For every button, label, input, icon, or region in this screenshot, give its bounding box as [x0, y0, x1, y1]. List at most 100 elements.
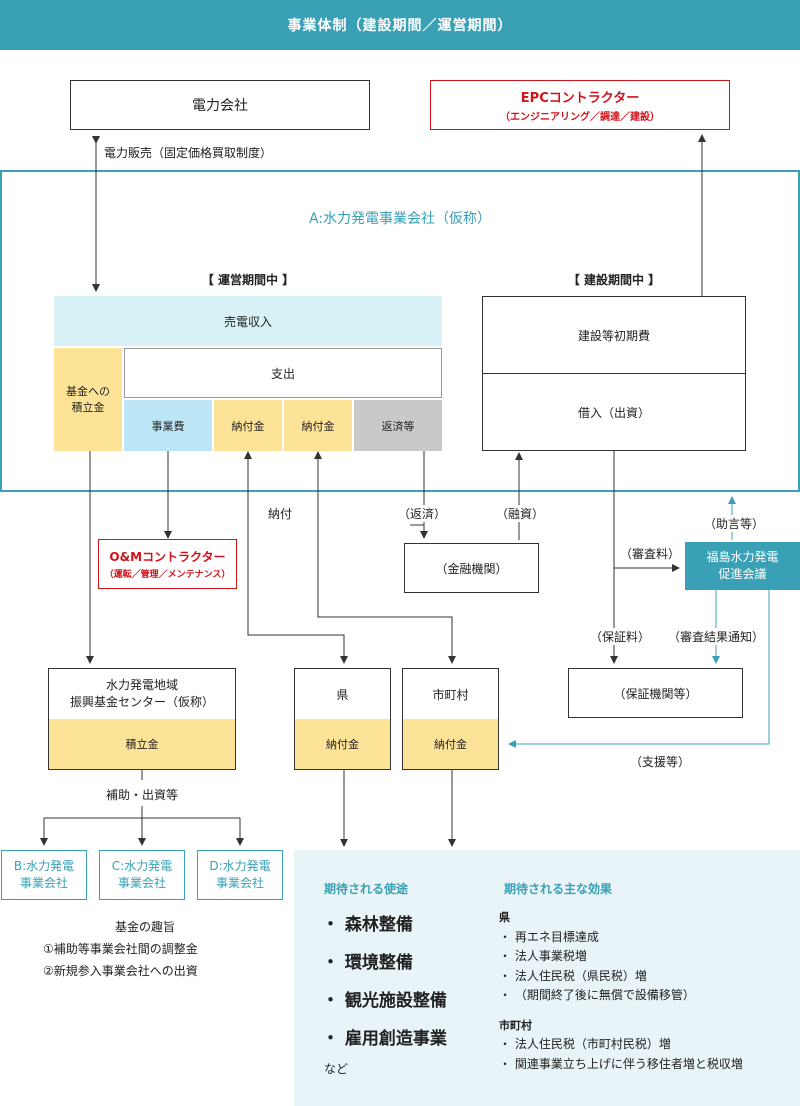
om-contractor-box: O&Mコントラクター （運転／管理／メンテナンス） [98, 539, 237, 589]
fund-center-line2: 振興基金センター（仮称） [69, 695, 214, 709]
company-frame [0, 170, 800, 492]
effects-pref-item-2: ・ 法人事業税増 [499, 949, 587, 963]
subsidiary-c-line2: 事業会社 [117, 876, 166, 890]
usage-item-4: ・ 雇用創造事業 [322, 1029, 447, 1049]
prefecture-name: 県 [295, 669, 390, 719]
page-title: 事業体制（建設期間／運営期間） [287, 18, 513, 34]
effects-pref-item-3: ・ 法人住民税（県民税）増 [499, 968, 647, 983]
financial-label: （金融機関） [435, 561, 508, 576]
usage-item-2: ・ 環境整備 [322, 953, 413, 973]
fund-reserve-line2: 積立金 [71, 400, 105, 414]
prefecture-payment: 納付金 [295, 719, 390, 769]
expenditure-label: 支出 [270, 366, 295, 381]
effects-muni-item-1: ・ 法人住民税（市町村民税）増 [499, 1037, 671, 1051]
yushi-label: （融資） [496, 505, 545, 522]
shien-label: （支援等） [630, 753, 691, 770]
subsidiary-d-line2: 事業会社 [215, 876, 264, 890]
power-company-label: 電力会社 [192, 98, 248, 114]
municipality-payment-label: 納付金 [434, 738, 467, 751]
council-line1: 福島水力発電 [706, 550, 779, 564]
usage-item-4-label: 雇用創造事業 [344, 1029, 447, 1049]
fund-reserve-cell: 基金への 積立金 [54, 348, 122, 451]
om-subtitle: （運転／管理／メンテナンス） [104, 570, 231, 580]
initial-cost-label: 建設等初期費 [577, 328, 650, 343]
effects-pref-item-4-label: （期間終了後に無償で設備移管） [514, 988, 695, 1002]
municipality-name: 市町村 [403, 669, 498, 719]
hoshoryo-label: （保証料） [590, 628, 651, 645]
subsidiary-d-box: D:水力発電 事業会社 [197, 850, 283, 900]
payment-label-1: 納付金 [231, 419, 265, 433]
nofu-label: 納付 [268, 505, 293, 522]
shinsaryo-label: （審査料） [620, 545, 681, 562]
effects-muni-item-1-label: 法人住民税（市町村民税）増 [514, 1037, 671, 1051]
fund-center-line1: 水力発電地域 [105, 678, 178, 692]
business-cost-cell: 事業費 [124, 400, 212, 451]
epc-contractor-box: EPCコントラクター （エンジニアリング／調達／建設） [430, 80, 730, 130]
effects-pref-item-3-label: 法人住民税（県民税）増 [514, 968, 647, 983]
shinsa-kekka-label: （審査結果通知） [668, 628, 765, 645]
effects-muni-item-2: ・ 関連事業立ち上げに伴う移住者増と税収増 [499, 1056, 743, 1071]
fund-purpose-title: 基金の趣旨 [114, 920, 175, 934]
subsidiary-b-box: B:水力発電 事業会社 [1, 850, 87, 900]
repayment-cell: 返済等 [354, 400, 442, 451]
hojo-label: 補助・出資等 [106, 786, 179, 803]
expected-effects-panel: 期待される使途 ・ 森林整備 ・ 環境整備 ・ 観光施設整備 ・ 雇用創造事業 … [294, 850, 800, 1106]
subsidiary-c-box: C:水力発電 事業会社 [99, 850, 185, 900]
usage-item-1: ・ 森林整備 [322, 915, 413, 935]
municipality-label: 市町村 [432, 687, 469, 702]
council-line2: 促進会議 [718, 567, 767, 581]
initial-cost-cell: 建設等初期費 [482, 296, 746, 374]
construction-heading: 【 建設期間中 】 [567, 273, 661, 287]
effects-pref-item-1: ・ 再エネ目標達成 [499, 929, 599, 944]
page-header: 事業体制（建設期間／運営期間） [0, 0, 800, 50]
usage-item-1-label: 森林整備 [344, 915, 413, 935]
om-title: O&Mコントラクター [109, 550, 226, 564]
payment-cell-1: 納付金 [214, 400, 282, 451]
company-title: A:水力発電事業会社（仮称） [308, 211, 492, 227]
usage-etc: など [324, 1062, 349, 1076]
usage-list: ・ 森林整備 ・ 環境整備 ・ 観光施設整備 ・ 雇用創造事業 [322, 906, 447, 1058]
power-company-box: 電力会社 [70, 80, 370, 130]
municipality-box: 市町村 納付金 [402, 668, 499, 770]
usage-item-3-label: 観光施設整備 [344, 991, 447, 1011]
effects-muni-label: 市町村 [499, 1018, 532, 1032]
repayment-label: 返済等 [381, 419, 415, 433]
fund-center-reserve-label: 積立金 [125, 738, 159, 751]
effects-list: 県 ・ 再エネ目標達成 ・ 法人事業税増 ・ 法人住民税（県民税）増 ・ （期間… [499, 908, 743, 1074]
fund-center-box: 水力発電地域 振興基金センター（仮称） 積立金 [48, 668, 236, 770]
fund-reserve-line1: 基金への [66, 384, 110, 398]
effects-title: 期待される主な効果 [504, 882, 613, 896]
fund-purpose-item-2: ②新規参入事業会社への出資 [43, 964, 198, 978]
operation-heading: 【 運営期間中 】 [201, 273, 295, 287]
hensai-label: （返済） [398, 505, 447, 522]
effects-pref-item-1-label: 再エネ目標達成 [514, 929, 599, 944]
sales-label: 電力販売（固定価格買取制度） [104, 144, 273, 161]
revenue-label: 売電収入 [223, 314, 272, 329]
subsidiary-d-line1: D:水力発電 [209, 859, 271, 873]
promotion-council-box: 福島水力発電 促進会議 [685, 542, 800, 590]
municipality-payment: 納付金 [403, 719, 498, 769]
borrowing-cell: 借入（出資） [482, 373, 746, 451]
guarantee-box: （保証機関等） [568, 668, 743, 718]
fund-center-reserve: 積立金 [49, 719, 235, 769]
expenditure-cell: 支出 [124, 348, 442, 398]
revenue-cell: 売電収入 [54, 296, 442, 346]
business-cost-label: 事業費 [151, 419, 185, 433]
fund-center-name: 水力発電地域 振興基金センター（仮称） [49, 669, 235, 719]
prefecture-payment-label: 納付金 [326, 738, 359, 751]
usage-title: 期待される使途 [324, 882, 409, 896]
payment-label-2: 納付金 [301, 419, 335, 433]
subsidiary-b-line1: B:水力発電 [13, 859, 75, 873]
effects-muni-item-2-label: 関連事業立ち上げに伴う移住者増と税収増 [514, 1056, 743, 1071]
epc-title: EPCコントラクター [520, 91, 640, 106]
usage-item-3: ・ 観光施設整備 [322, 991, 447, 1011]
jogen-label: （助言等） [704, 515, 765, 532]
effects-pref-label: 県 [499, 911, 510, 924]
epc-subtitle: （エンジニアリング／調達／建設） [500, 112, 660, 123]
guarantee-label: （保証機関等） [613, 686, 698, 701]
prefecture-label: 県 [336, 687, 349, 702]
prefecture-box: 県 納付金 [294, 668, 391, 770]
financial-institution-box: （金融機関） [404, 543, 539, 593]
fund-purpose: 基金の趣旨 ①補助等事業会社間の調整金 ②新規参入事業会社への出資 [0, 916, 290, 982]
